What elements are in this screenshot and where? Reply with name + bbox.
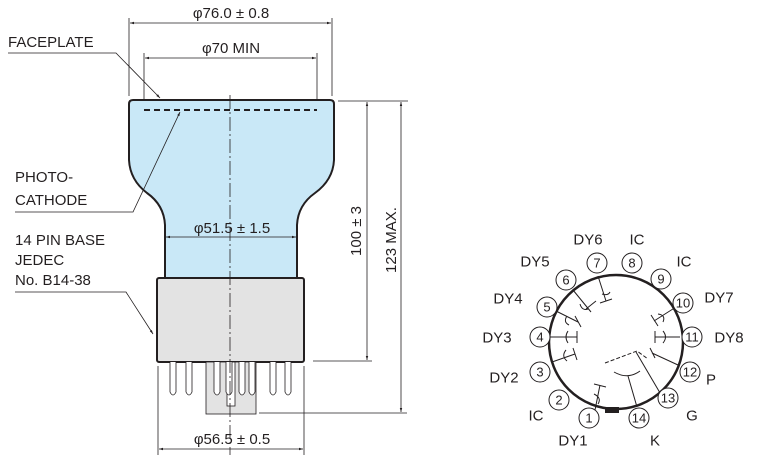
pin-circle <box>555 269 577 291</box>
pin-number: 2 <box>555 393 562 408</box>
pin-label: DY1 <box>558 433 587 450</box>
base-pin <box>185 362 193 396</box>
pin-label: K <box>650 433 660 450</box>
base-label-3: No. B14-38 <box>15 272 91 289</box>
overall-length-label: 123 MAX. <box>383 207 400 273</box>
pin-label: DY6 <box>573 232 602 249</box>
pin-circle <box>548 389 570 411</box>
tube-bulb <box>128 99 335 280</box>
pin-circle <box>657 387 679 409</box>
base-label-1: 14 PIN BASE <box>15 232 105 249</box>
pin-label: DY8 <box>714 330 743 347</box>
pin-number: 12 <box>683 365 697 380</box>
base-pin <box>269 362 277 396</box>
effective-diameter-label: φ70 MIN <box>202 40 260 57</box>
seated-length-label: 100 ± 3 <box>348 206 365 256</box>
pin-number: 10 <box>676 296 690 311</box>
pin-number: 8 <box>628 256 635 271</box>
photocathode-label-1: PHOTO- <box>15 169 73 186</box>
electrode-symbols <box>548 275 680 416</box>
base-pins <box>169 362 292 396</box>
pin-number: 5 <box>543 300 550 315</box>
pin-label: DY2 <box>489 370 518 387</box>
pin-label: DY4 <box>493 291 522 308</box>
pin-circle <box>679 361 701 383</box>
pin-number: 13 <box>661 391 675 406</box>
pin-circle <box>628 407 650 429</box>
pin-number: 7 <box>593 256 600 271</box>
pin-circle <box>529 326 551 348</box>
pin-label: DY7 <box>704 290 733 307</box>
pin-label: G <box>686 408 698 425</box>
pin-label: IC <box>630 232 645 249</box>
pin-label: DY5 <box>520 254 549 271</box>
pin-label: DY3 <box>482 330 511 347</box>
base-pin <box>169 362 177 396</box>
pin-number: 9 <box>657 272 664 287</box>
pin-label: IC <box>677 254 692 271</box>
base-pin <box>238 362 246 396</box>
pin-number: 4 <box>536 330 543 345</box>
faceplate-label: FACEPLATE <box>8 34 94 51</box>
base-pin <box>248 362 256 396</box>
tube-base <box>156 277 305 363</box>
pin-circle <box>529 361 551 383</box>
pin-label: P <box>706 372 716 389</box>
base-label-2: JEDEC <box>15 252 64 269</box>
neck-diameter-label: φ51.5 ± 1.5 <box>194 220 270 237</box>
base-pin <box>284 362 292 396</box>
pin-number: 3 <box>536 365 543 380</box>
photocathode-label-2: CATHODE <box>15 192 87 209</box>
pin-number: 1 <box>585 411 592 426</box>
base-pin <box>225 362 233 396</box>
pin-label: IC <box>529 408 544 425</box>
pin-number: 6 <box>562 273 569 288</box>
base-diameter-label: φ56.5 ± 0.5 <box>194 431 270 448</box>
pin-circle <box>650 268 672 290</box>
pin-circle <box>621 252 643 274</box>
base-pin <box>213 362 221 396</box>
pin-circle <box>672 292 694 314</box>
outer-diameter-label: φ76.0 ± 0.8 <box>193 5 269 22</box>
base-key-mark <box>605 407 619 413</box>
pin-number: 14 <box>632 411 646 426</box>
pin-circle <box>578 407 600 429</box>
pin-circle <box>586 252 608 274</box>
pin-number: 11 <box>685 330 699 345</box>
pin-circle <box>536 296 558 318</box>
pin-circle <box>681 326 703 348</box>
